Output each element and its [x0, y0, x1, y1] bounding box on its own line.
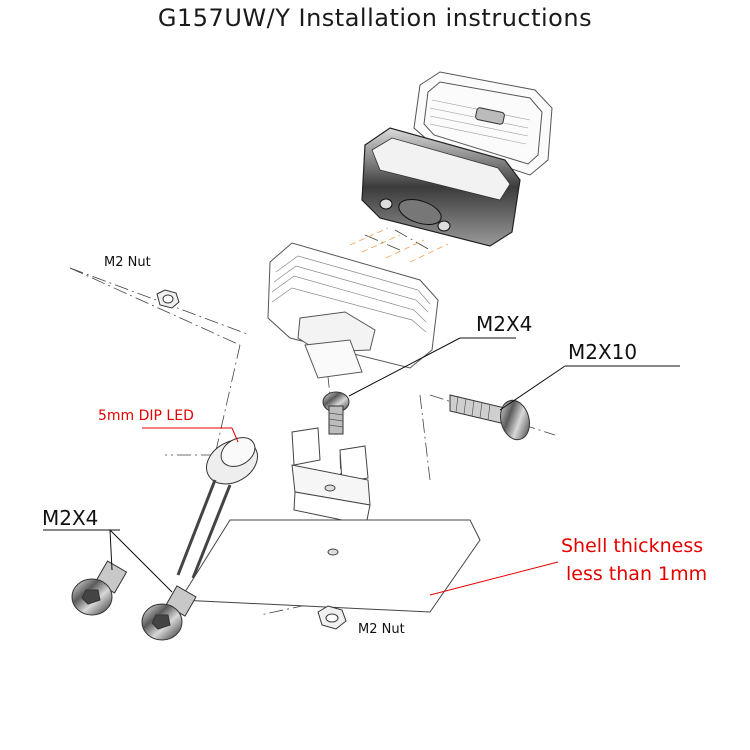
- page-title: G157UW/Y Installation instructions: [157, 4, 593, 32]
- leader-lines: [43, 337, 680, 593]
- label-m2-nut-top: M2 Nut: [104, 255, 151, 270]
- screw-m2x4-center: [322, 391, 350, 435]
- chrome-bezel: [361, 127, 521, 247]
- label-m2-nut-bottom: M2 Nut: [358, 622, 405, 637]
- label-shell-thickness-2: less than 1mm: [566, 563, 708, 585]
- label-m2x10: M2X10: [568, 340, 638, 364]
- screw-m2x10: [449, 394, 530, 441]
- label-dip-led: 5mm DIP LED: [98, 408, 194, 424]
- label-m2x4-center: M2X4: [476, 312, 533, 336]
- dip-led: [176, 437, 258, 579]
- lens-cover: [413, 71, 553, 176]
- red-leader-lines: [142, 427, 559, 596]
- label-m2x4-left: M2X4: [42, 506, 99, 530]
- screw-m2x4-left-a: [71, 560, 128, 616]
- screw-m2x4-left-b: [141, 585, 197, 641]
- label-shell-thickness: Shell thickness: [561, 535, 704, 557]
- orange-guide-lines: [349, 227, 449, 263]
- m2-nut-bottom: [317, 605, 347, 630]
- m2-nut-top: [156, 289, 180, 309]
- light-housing: [267, 242, 439, 379]
- mounting-bracket: [291, 427, 371, 526]
- shell-plate: [179, 519, 481, 613]
